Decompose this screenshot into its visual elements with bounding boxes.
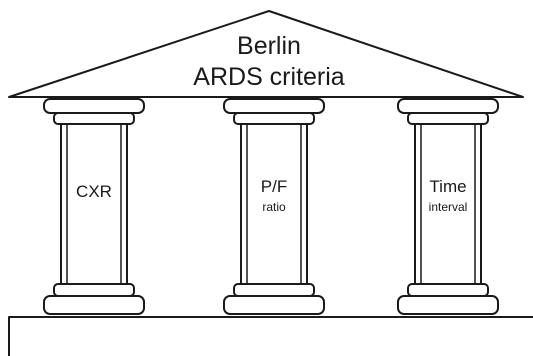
pillar-cxr-capital-top [43,98,145,114]
pillar-pf-capital-top [223,98,325,114]
pillar-pf-shaft [240,123,308,285]
pillar-cxr-capital-neck [53,112,135,125]
roof: Berlin ARDS criteria [8,10,524,98]
pillar-pf-base-bottom [223,295,325,315]
pillar-time-capital-top [397,98,499,114]
roof-triangle [8,10,524,98]
foundation-base [8,316,533,356]
pillar-cxr-shaft [60,123,128,285]
pillar-pf-ratio: P/F ratio [223,98,325,315]
pillar-cxr-base-neck [53,283,135,297]
roof-title-line1: Berlin [237,32,301,60]
pillar-time-base-bottom [397,295,499,315]
pillar-pf-label: P/F [261,177,287,196]
pillar-time-sublabel: interval [429,200,468,214]
pillar-cxr: CXR [43,98,145,315]
pillar-pf-capital-neck [233,112,315,125]
pillar-time-label: Time [429,177,466,196]
pillar-pf-sublabel: ratio [262,200,286,214]
pillar-time-interval: Time interval [397,98,499,315]
pillar-pf-base-neck [233,283,315,297]
pillar-time-shaft [414,123,482,285]
pillar-time-base-neck [407,283,489,297]
pillar-time-capital-neck [407,112,489,125]
pillar-cxr-label: CXR [76,182,112,201]
roof-title-line2: ARDS criteria [193,63,345,91]
pillar-cxr-base-bottom [43,295,145,315]
